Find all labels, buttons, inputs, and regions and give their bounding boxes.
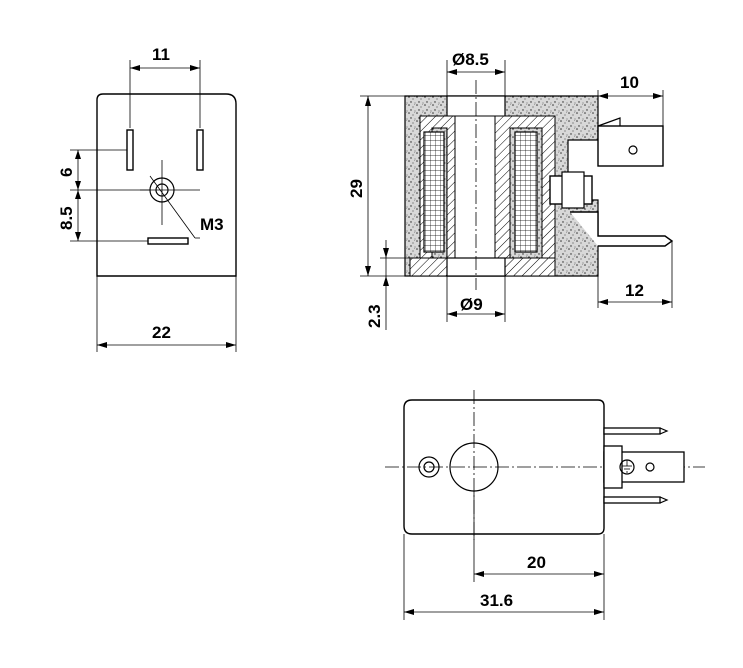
dim-top-length: 31.6 (480, 591, 513, 610)
dim-section-base: 2.3 (365, 304, 384, 328)
dim-section-tab-length: 10 (620, 73, 639, 92)
section-lower-pin (570, 211, 674, 247)
dim-section-bottom-bore: Ø9 (460, 295, 483, 314)
top-view: 20 31.6 (385, 390, 705, 620)
section-view: Ø8.5 10 29 2.3 Ø9 12 (347, 50, 674, 330)
dim-section-pin-length: 12 (625, 281, 644, 300)
dim-section-height: 29 (347, 179, 366, 198)
section-tab (597, 125, 664, 167)
top-screw-outer (418, 456, 440, 478)
front-view: M3 11 6 8.5 22 (57, 45, 237, 352)
dim-top-center-offset: 20 (527, 553, 546, 572)
front-pin-left (126, 129, 134, 171)
front-screw-label: M3 (200, 215, 224, 234)
front-pin-right (196, 129, 204, 171)
front-body (96, 93, 237, 277)
dim-front-pin-spacing: 11 (152, 45, 170, 64)
coil-right (514, 131, 538, 253)
top-screw-inner (423, 461, 435, 473)
coil-left (423, 131, 445, 253)
dim-front-width: 22 (152, 323, 171, 342)
dim-front-screw-offset: 8.5 (57, 206, 76, 230)
top-terminal-upper (603, 427, 661, 435)
front-pin-ground (147, 237, 189, 245)
dim-section-top-bore: Ø8.5 (452, 50, 489, 69)
front-screw-leader (149, 175, 196, 239)
top-terminal-lower (603, 496, 661, 504)
dim-front-pin-height: 6 (57, 168, 76, 177)
